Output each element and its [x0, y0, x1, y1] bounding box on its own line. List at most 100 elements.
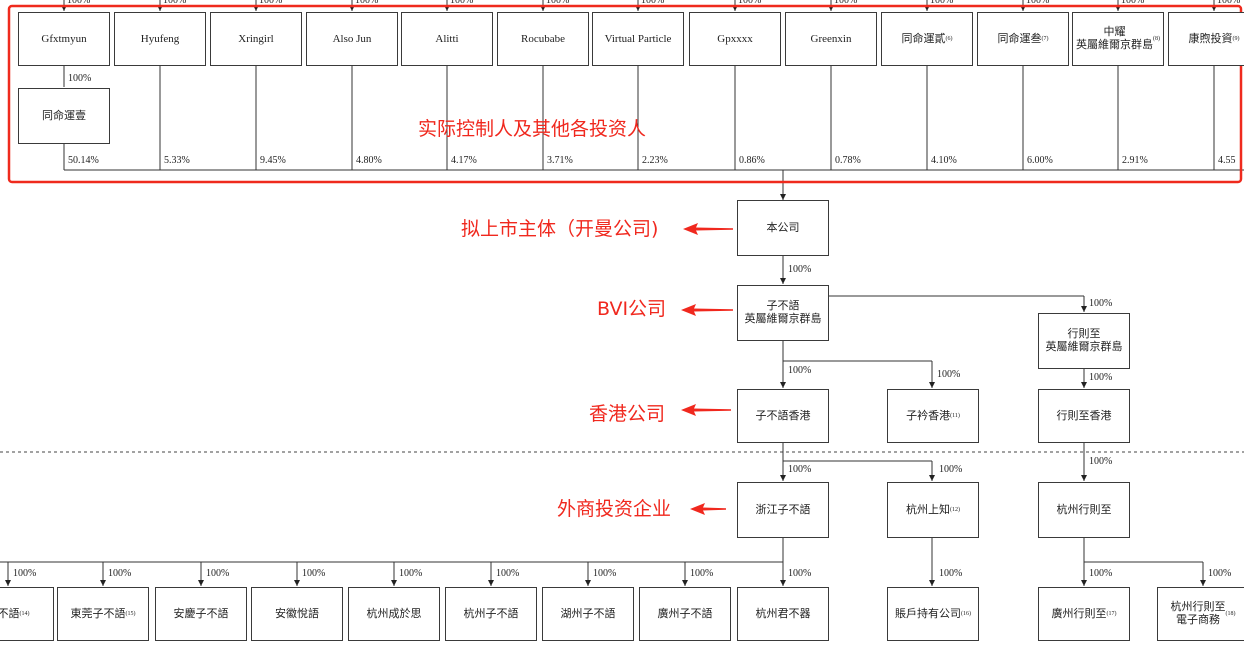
investor-share: 4.17% [451, 155, 477, 166]
subsidiary-box-label: 杭州成於思 [366, 607, 422, 620]
investor-box-label: 中耀 英屬維爾京群島 [1076, 26, 1153, 51]
investor-share: 4.80% [356, 155, 382, 166]
zhanghu-percentage: 100% [939, 568, 963, 579]
subsidiary-box: 東莞子不語(15) [57, 587, 149, 641]
hk-second-box-label: 子衿香港 [906, 409, 951, 422]
annotation-hk: 香港公司 [589, 403, 666, 425]
bvi-second-box: 行則至 英屬維爾京群島 [1038, 313, 1130, 369]
investor-top-percentage: 100% [355, 0, 379, 6]
wfoe-third-percentage: 100% [1089, 456, 1113, 467]
wfoe-second-percentage: 100% [939, 464, 963, 475]
annotation-bvi: BVI公司 [597, 298, 667, 320]
investor-top-percentage: 100% [930, 0, 954, 6]
subsidiary-percentage: 100% [399, 568, 423, 579]
tongming-box-label: 同命運壹 [42, 109, 86, 122]
bvi-pointer-arrow [681, 304, 733, 316]
zhanghu-box-label: 賬戶持有公司 [895, 607, 961, 620]
investor-share: 2.91% [1122, 155, 1148, 166]
company-box-label: 本公司 [766, 221, 800, 234]
annotation-wfoe: 外商投资企业 [557, 498, 672, 520]
subsidiary-box: 廣州子不語 [639, 587, 731, 641]
subsidiary-box-label: 東莞子不語 [70, 607, 126, 620]
subsidiary-box: 子不語(14) [0, 587, 54, 641]
subsidiary-box: 湖州子不語 [542, 587, 634, 641]
wfoe-pointer-arrow [690, 503, 726, 515]
investor-box-label: 康煦投資 [1188, 32, 1233, 45]
hk-main-percentage: 100% [788, 365, 812, 376]
subsidiary-box-label: 廣州子不語 [657, 607, 713, 620]
subsidiary-box: 杭州君不器 [737, 587, 829, 641]
zhanghu-box: 賬戶持有公司(16) [887, 587, 979, 641]
wfoe-second-box-label: 杭州上知 [906, 503, 950, 516]
investor-share: 0.86% [739, 155, 765, 166]
hk-third-box: 行則至香港 [1038, 389, 1130, 443]
ecommerce-box-label: 杭州行則至 電子商務 [1170, 601, 1226, 626]
investor-top-percentage: 100% [834, 0, 858, 6]
guangzhou-xingzezhi-box-note: (17) [1106, 610, 1117, 617]
subsidiary-box: 安徽悅語 [251, 587, 343, 641]
tongming-box: 同命運壹 [18, 88, 110, 144]
hk-second-percentage: 100% [937, 369, 961, 380]
subsidiary-percentage: 100% [593, 568, 617, 579]
investor-box: 同命運貳(6) [881, 12, 973, 66]
hk-second-box-note: (11) [950, 412, 960, 419]
hk-pointer-arrow [681, 404, 731, 416]
investor-box: Alitti [401, 12, 493, 66]
investor-share: 2.23% [642, 155, 668, 166]
bvi-percentage: 100% [788, 264, 812, 275]
subsidiary-box: 杭州成於思 [348, 587, 440, 641]
investor-top-percentage: 100% [450, 0, 474, 6]
investor-box: Rocubabe [497, 12, 589, 66]
bvi-main-box-label: 子不語 英屬維爾京群島 [744, 300, 822, 325]
investor-top-percentage: 100% [546, 0, 570, 6]
investor-box: Virtual Particle [592, 12, 684, 66]
investor-box-label: Hyufeng [140, 32, 180, 45]
investor-box: Gpxxxx [689, 12, 781, 66]
investor-share: 5.33% [164, 155, 190, 166]
investor-top-percentage: 100% [1026, 0, 1050, 6]
subsidiary-box-label: 子不語 [0, 607, 20, 620]
investor-top-percentage: 100% [1217, 0, 1241, 6]
subsidiary-box: 杭州子不語 [445, 587, 537, 641]
investor-box-note: (9) [1232, 35, 1240, 42]
investor-top-percentage: 100% [1121, 0, 1145, 6]
guangzhou-xingzezhi-box-label: 廣州行則至 [1051, 607, 1107, 620]
subsidiary-percentage: 100% [13, 568, 37, 579]
investor-top-percentage: 100% [259, 0, 283, 6]
investor-box-label: 同命運叁 [997, 32, 1042, 45]
investor-share: 9.45% [260, 155, 286, 166]
subsidiary-box-label: 安徽悅語 [275, 607, 319, 620]
wfoe-second-box-note: (12) [950, 506, 960, 513]
investor-share: 3.71% [547, 155, 573, 166]
investor-box-label: Greenxin [810, 32, 852, 45]
investor-top-percentage: 100% [163, 0, 187, 6]
subsidiary-box-label: 杭州子不語 [463, 607, 519, 620]
wfoe-second-box: 杭州上知(12) [887, 482, 979, 538]
listing-entity-pointer-arrow [683, 223, 733, 235]
investor-box-label: Virtual Particle [604, 32, 672, 45]
hk-main-box: 子不語香港 [737, 389, 829, 443]
investor-box-label: Gpxxxx [717, 32, 753, 45]
investor-box-label: Xringirl [238, 32, 274, 45]
wfoe-third-box-label: 杭州行則至 [1056, 503, 1112, 516]
bvi-second-box-label: 行則至 英屬維爾京群島 [1045, 328, 1123, 353]
subsidiary-box-note: (15) [125, 610, 136, 617]
subsidiary-percentage: 100% [302, 568, 326, 579]
annotation-listing-entity: 拟上市主体（开曼公司) [461, 218, 659, 240]
bvi-main-box: 子不語 英屬維爾京群島 [737, 285, 829, 341]
wfoe-main-percentage: 100% [788, 464, 812, 475]
subsidiary-box-label: 杭州君不器 [755, 607, 811, 620]
investor-box-label: 同命運貳 [901, 32, 946, 45]
investor-box-label: Rocubabe [521, 32, 565, 45]
guangzhou-xingzezhi-box: 廣州行則至(17) [1038, 587, 1130, 641]
investor-top-percentage: 100% [641, 0, 665, 6]
hk-third-box-label: 行則至香港 [1056, 409, 1112, 422]
zhanghu-box-note: (16) [961, 610, 971, 617]
wfoe-main-box: 浙江子不語 [737, 482, 829, 538]
investor-box: Hyufeng [114, 12, 206, 66]
subsidiary-percentage: 100% [108, 568, 132, 579]
investor-box-note: (6) [945, 35, 953, 42]
subsidiary-box-label: 安慶子不語 [173, 607, 229, 620]
wfoe-third-box: 杭州行則至 [1038, 482, 1130, 538]
investor-box: 同命運叁(7) [977, 12, 1069, 66]
